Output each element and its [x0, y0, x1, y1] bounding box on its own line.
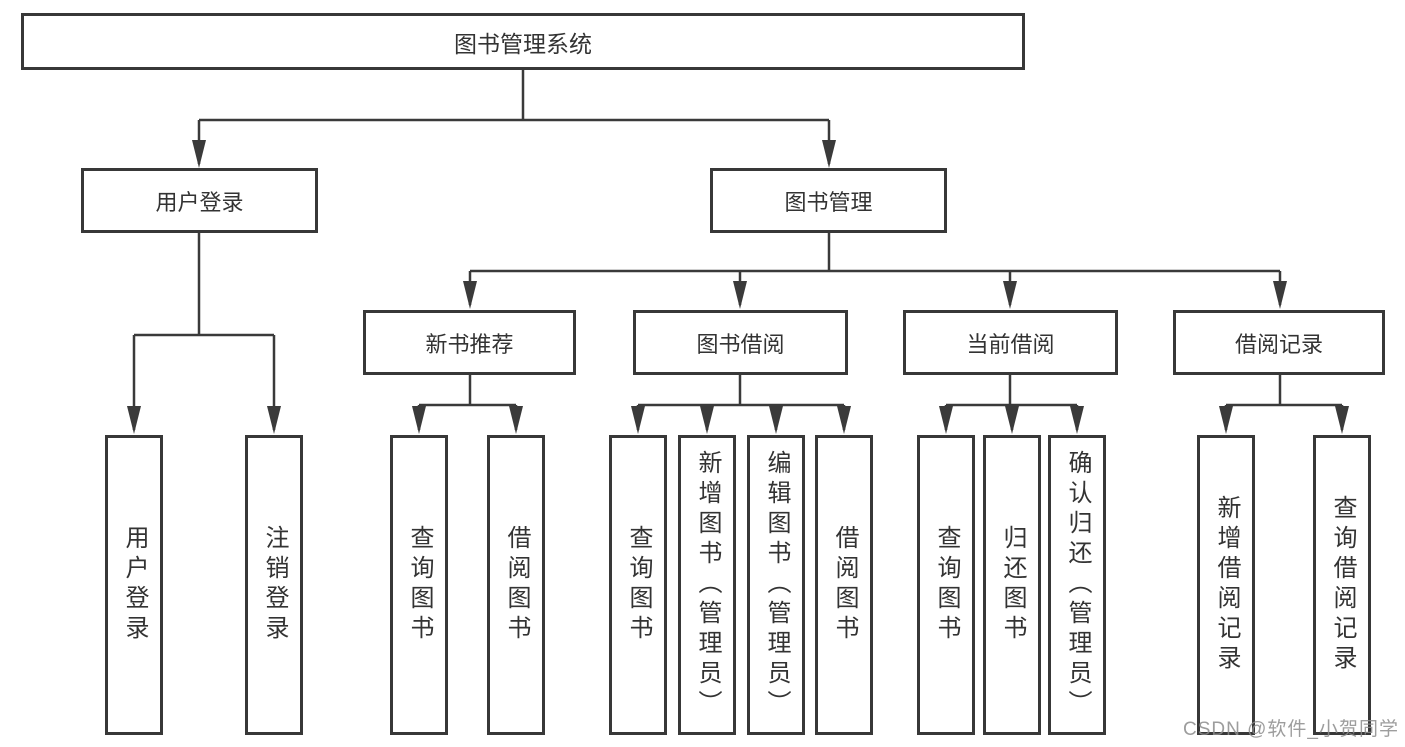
arrow-down-icon — [1219, 406, 1233, 434]
leaf-query-books-2: 查询图书 — [609, 435, 667, 735]
leaf-query-books-2-label: 查询图书 — [625, 525, 652, 645]
node-book-borrow: 图书借阅 — [633, 310, 848, 375]
leaf-query-books-1-label: 查询图书 — [406, 525, 433, 645]
arrow-down-icon — [192, 140, 206, 168]
leaf-confirm-return-admin: 确认归还（管理员） — [1048, 435, 1106, 735]
arrow-down-icon — [1070, 406, 1084, 434]
node-current-borrow: 当前借阅 — [903, 310, 1118, 375]
leaf-query-books-1: 查询图书 — [390, 435, 448, 735]
node-user-login-label: 用户登录 — [155, 189, 244, 215]
arrow-down-icon — [769, 406, 783, 434]
leaf-edit-books-admin-label: 编辑图书（管理员） — [763, 450, 790, 720]
leaf-add-books-admin: 新增图书（管理员） — [678, 435, 736, 735]
arrow-down-icon — [837, 406, 851, 434]
arrow-down-icon — [509, 406, 523, 434]
arrow-down-icon — [939, 406, 953, 434]
leaf-borrow-books-1-label: 借阅图书 — [503, 525, 530, 645]
node-current-borrow-label: 当前借阅 — [966, 331, 1055, 357]
leaf-borrow-books-2-label: 借阅图书 — [831, 525, 858, 645]
node-book-borrow-label: 图书借阅 — [696, 331, 785, 357]
arrow-down-icon — [631, 406, 645, 434]
arrow-down-icon — [1335, 406, 1349, 434]
leaf-query-books-3-label: 查询图书 — [933, 525, 960, 645]
leaf-borrow-books-2: 借阅图书 — [815, 435, 873, 735]
leaf-user-login: 用户登录 — [105, 435, 163, 735]
node-new-book-recommend: 新书推荐 — [363, 310, 576, 375]
leaf-add-borrow-record: 新增借阅记录 — [1197, 435, 1255, 735]
arrow-down-icon — [412, 406, 426, 434]
leaf-logout-label: 注销登录 — [261, 525, 288, 645]
leaf-user-login-label: 用户登录 — [121, 525, 148, 645]
leaf-borrow-books-1: 借阅图书 — [487, 435, 545, 735]
leaf-query-books-3: 查询图书 — [917, 435, 975, 735]
watermark: CSDN @软件_小贺同学 — [1183, 719, 1399, 740]
node-new-book-recommend-label: 新书推荐 — [425, 331, 514, 357]
leaf-query-borrow-record-label: 查询借阅记录 — [1329, 495, 1356, 675]
leaf-confirm-return-admin-label: 确认归还（管理员） — [1064, 450, 1091, 720]
leaf-return-books: 归还图书 — [983, 435, 1041, 735]
leaf-return-books-label: 归还图书 — [999, 525, 1026, 645]
node-root-system: 图书管理系统 — [21, 13, 1025, 70]
arrow-down-icon — [1005, 406, 1019, 434]
leaf-query-borrow-record: 查询借阅记录 — [1313, 435, 1371, 735]
node-borrow-records: 借阅记录 — [1173, 310, 1385, 375]
arrow-down-icon — [1273, 281, 1287, 309]
arrow-down-icon — [1003, 281, 1017, 309]
leaf-logout: 注销登录 — [245, 435, 303, 735]
arrow-down-icon — [127, 406, 141, 434]
leaf-edit-books-admin: 编辑图书（管理员） — [747, 435, 805, 735]
arrow-down-icon — [733, 281, 747, 309]
node-borrow-records-label: 借阅记录 — [1234, 331, 1323, 357]
arrow-down-icon — [463, 281, 477, 309]
node-book-management: 图书管理 — [710, 168, 947, 233]
arrow-down-icon — [267, 406, 281, 434]
node-user-login: 用户登录 — [81, 168, 318, 233]
arrow-down-icon — [822, 140, 836, 168]
leaf-add-borrow-record-label: 新增借阅记录 — [1213, 495, 1240, 675]
arrow-down-icon — [700, 406, 714, 434]
leaf-add-books-admin-label: 新增图书（管理员） — [694, 450, 721, 720]
node-root-system-label: 图书管理系统 — [454, 30, 592, 57]
node-book-management-label: 图书管理 — [784, 189, 873, 215]
